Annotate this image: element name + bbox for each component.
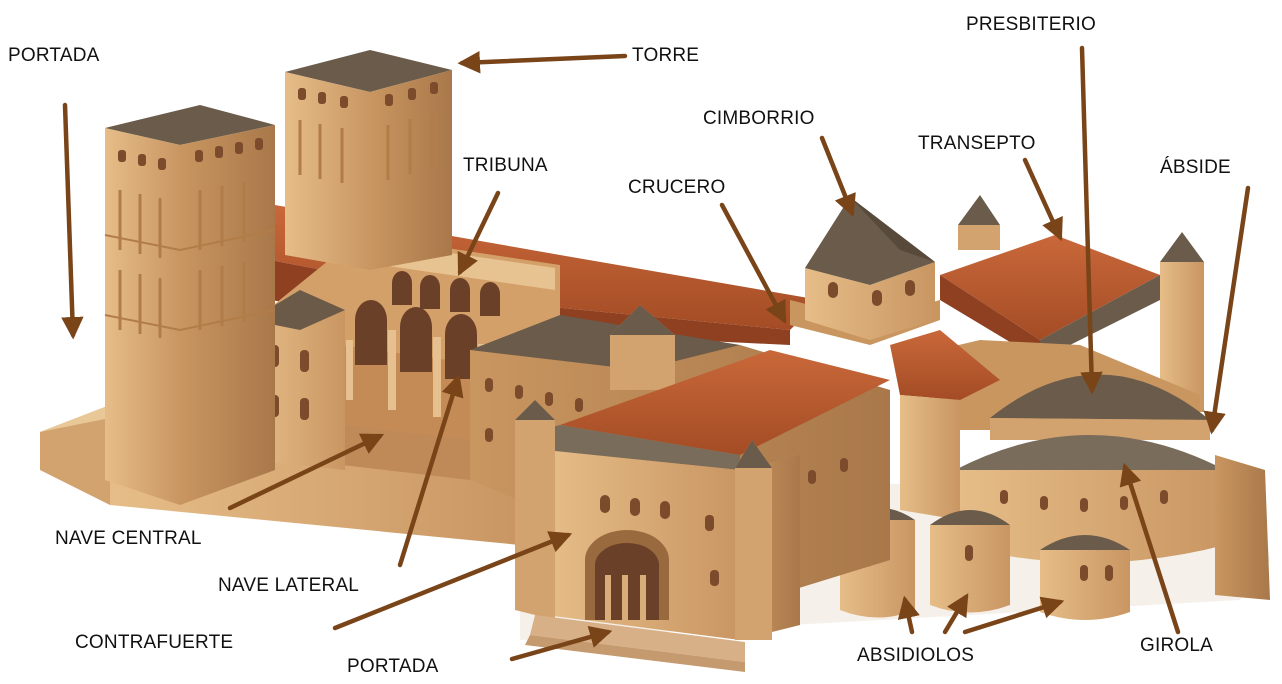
arrow-girola (1119, 462, 1181, 635)
facade-roof (540, 350, 890, 470)
label-crucero: CRUCERO (628, 177, 726, 198)
arrow-crucero (719, 202, 787, 324)
arrow-abside (1203, 185, 1251, 435)
arrow-portada-left (61, 102, 84, 340)
arrow-absidiolos-2 (942, 593, 969, 635)
transept-roof (940, 235, 1160, 360)
arrow-tribuna (457, 190, 501, 277)
left-tower (104, 105, 276, 505)
label-torre: TORRE (632, 45, 700, 66)
arrow-nave-central (227, 433, 385, 511)
arrow-torre (457, 50, 628, 74)
label-portada-bottom: PORTADA (347, 656, 439, 677)
label-contrafuerte: CONTRAFUERTE (75, 632, 234, 653)
crossing-tower (790, 197, 940, 345)
main-facade (515, 400, 800, 672)
label-abside: ÁBSIDE (1160, 157, 1231, 178)
label-nave-lateral: NAVE LATERAL (218, 575, 360, 596)
arrow-contrafuerte (332, 531, 573, 631)
label-transepto: TRANSEPTO (918, 133, 1036, 154)
label-tribuna: TRIBUNA (463, 155, 548, 176)
arrow-nave-lateral (397, 373, 464, 568)
arrow-absidiolos-1 (897, 595, 920, 635)
label-cimborrio: CIMBORRIO (703, 108, 815, 129)
arrow-cimborrio (819, 135, 856, 218)
arrow-transepto (1022, 157, 1063, 242)
arrow-presbiterio (1079, 45, 1103, 395)
arrow-absidiolos-3 (962, 596, 1065, 635)
arrow-portada-bottom (509, 626, 613, 662)
label-girola: GIROLA (1140, 635, 1213, 656)
transept-block (890, 330, 1000, 520)
label-nave-central: NAVE CENTRAL (55, 528, 202, 549)
label-portada-left: PORTADA (8, 45, 100, 66)
right-tower (285, 50, 452, 270)
label-absidiolos: ABSIDIOLOS (857, 645, 975, 666)
label-presbiterio: PRESBITERIO (966, 14, 1096, 35)
